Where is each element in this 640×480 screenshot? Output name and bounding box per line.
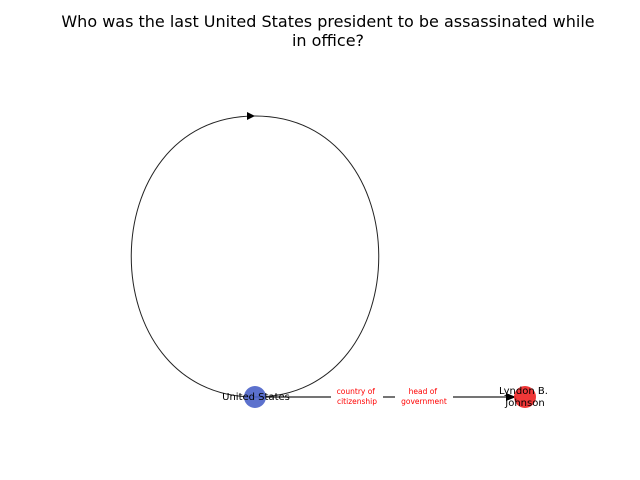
title-line-1: Who was the last United States president…: [61, 12, 595, 31]
node-label-lyndon-b-johnson-line-1: Lyndon B.: [499, 386, 548, 397]
node-united-states[interactable]: [244, 386, 266, 408]
edge-label-country-of-citizenship-line-1: country of: [337, 387, 376, 396]
node-lyndon-b-johnson[interactable]: [514, 386, 536, 408]
node-label-lyndon-b-johnson: Lyndon B. Johnson: [499, 386, 551, 409]
node-label-united-states: United States: [222, 392, 290, 403]
title-line-2: in office?: [291, 31, 365, 50]
node-label-united-states-line-1: United States: [222, 392, 290, 403]
node-label-lyndon-b-johnson-line-2: Johnson: [504, 398, 544, 409]
edge-label-country-of-citizenship-line-2: citizenship: [337, 397, 377, 406]
edge-label-head-of-government: head of government: [401, 387, 447, 406]
edge-label-bg-head-of-government: [395, 384, 453, 408]
edge-self-loop-arrowhead: [247, 112, 255, 120]
edge-label-bg-country-of-citizenship: [331, 384, 383, 408]
edge-label-head-of-government-line-2: government: [401, 397, 447, 406]
chart-title: Who was the last United States president…: [40, 12, 616, 50]
edge-self-loop-united-states: [130, 115, 380, 398]
edge-label-country-of-citizenship: country of citizenship: [337, 387, 378, 406]
edge-straight-arrowhead: [506, 393, 516, 401]
edge-label-head-of-government-line-1: head of: [409, 387, 438, 396]
